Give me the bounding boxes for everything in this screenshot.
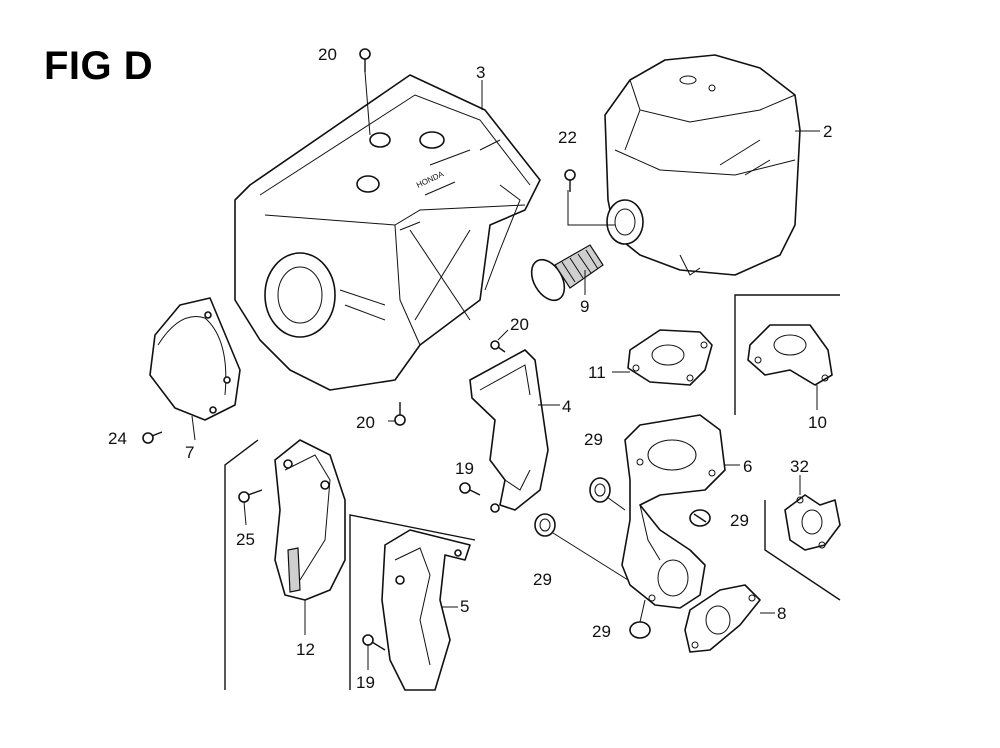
callout-10: 10 <box>808 413 827 432</box>
air-cleaner-cover-part <box>604 54 801 276</box>
bolt-25 <box>238 489 263 526</box>
callout-4: 4 <box>562 397 571 416</box>
callout-20-lower: 20 <box>356 413 375 432</box>
shroud-housing-part: HONDA <box>234 74 541 391</box>
bolt-24 <box>142 431 163 444</box>
callout-3: 3 <box>476 63 485 82</box>
callout-19-lower: 19 <box>356 673 375 692</box>
starter-cover-part <box>149 297 241 441</box>
inset-box-gasket-10 <box>734 294 840 415</box>
intake-manifold-part <box>621 414 740 609</box>
callout-22: 22 <box>558 128 577 147</box>
bolt-20-top <box>359 48 371 136</box>
callout-6: 6 <box>743 457 752 476</box>
nut-29-b <box>689 509 711 527</box>
callout-8: 8 <box>777 604 786 623</box>
callout-25: 25 <box>236 530 255 549</box>
gasket-part-11 <box>612 329 713 386</box>
figure-title: FIG D <box>44 44 154 88</box>
filter-element-part <box>530 244 604 302</box>
bolt-20-lower <box>388 402 406 426</box>
callout-24: 24 <box>108 429 127 448</box>
callout-20-top: 20 <box>318 45 337 64</box>
callout-20-middle: 20 <box>510 315 529 334</box>
callout-2: 2 <box>823 122 832 141</box>
callout-29-a: 29 <box>584 430 603 449</box>
inset-box-bracket-5 <box>349 514 476 691</box>
nut-29-a <box>589 477 626 511</box>
inset-box-guard-12 <box>224 439 346 690</box>
bolt-20-middle <box>490 340 506 353</box>
callout-29-b: 29 <box>730 511 749 530</box>
bracket-part-4 <box>469 349 560 513</box>
nut-29-d <box>629 599 651 639</box>
gasket-part-8 <box>684 584 775 653</box>
callout-29-c: 29 <box>533 570 552 589</box>
inset-box-gasket-32 <box>764 475 841 601</box>
bolt-22 <box>564 169 615 226</box>
callout-9: 9 <box>580 297 589 316</box>
callout-11: 11 <box>588 363 606 382</box>
callout-29-d: 29 <box>592 622 611 641</box>
callout-7: 7 <box>185 443 194 462</box>
nut-29-c <box>534 513 629 581</box>
bolt-19-lower <box>362 634 386 670</box>
callout-12: 12 <box>296 640 315 659</box>
callout-32: 32 <box>790 457 809 476</box>
bolt-19-middle <box>459 482 481 496</box>
callout-19-middle: 19 <box>455 459 474 478</box>
callout-5: 5 <box>460 597 469 616</box>
